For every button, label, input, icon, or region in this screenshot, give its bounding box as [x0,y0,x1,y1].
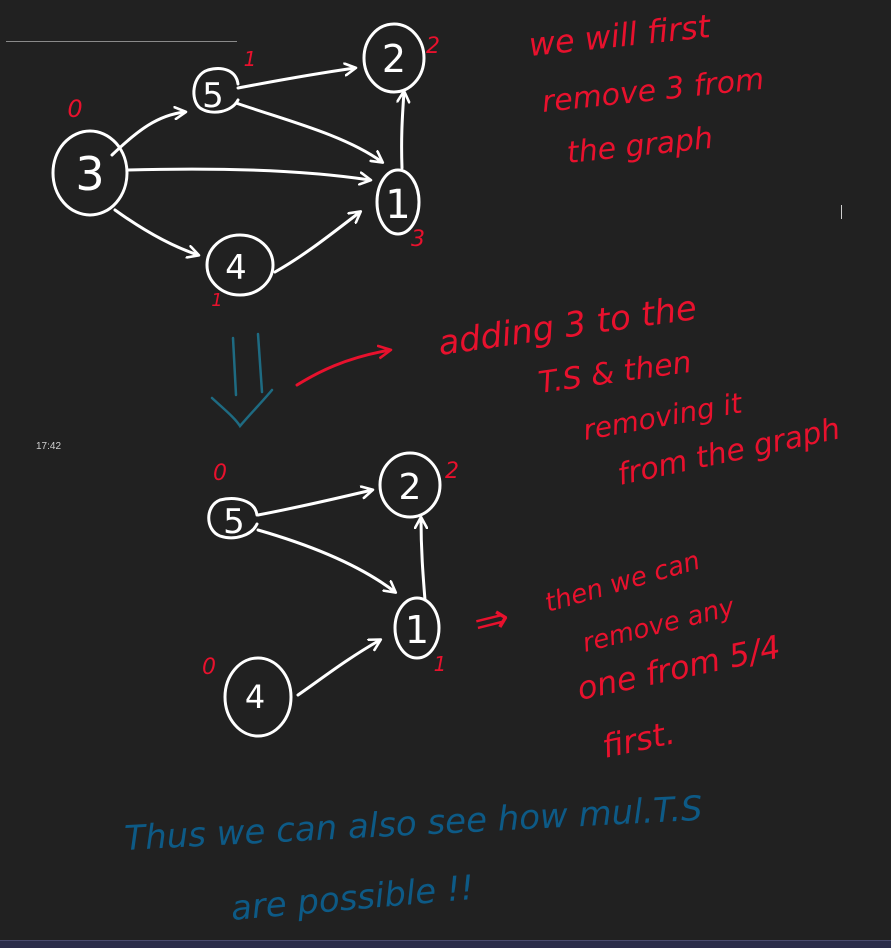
edge-4-1 [273,212,360,274]
note-1-line-3: the graph [565,121,714,171]
edge-3-1-mid [126,167,370,180]
node-b-label-2: 2 [399,467,422,508]
note-1-line-1: we will first [527,7,714,64]
indegree-2: 2 [426,34,440,59]
node-b-label-5: 5 [223,502,245,542]
red-arrow-to-note-2 [295,350,390,387]
indegree-b-5: 0 [213,461,227,486]
indegree-4: 1 [211,290,222,311]
node-b-1-circle [393,596,441,660]
note-3-arrow: ⇒ [469,592,515,648]
text-caret [841,205,842,219]
node-b-5-circle [207,497,259,540]
indegree-b-4: 0 [202,655,216,680]
top-rule [6,41,237,42]
graph-top-labels: 3 5 4 2 1 0 1 1 2 3 [67,34,440,311]
note-1: we will first remove 3 from the graph [527,7,766,171]
node-2-circle [362,22,426,94]
node-label-5: 5 [202,76,224,116]
note-2-line-2: T.S & then [536,345,693,401]
indegree-b-2: 2 [445,459,459,484]
note-2: adding 3 to the T.S & then removing it f… [436,288,844,493]
edge-b-5-1 [256,528,395,592]
conclusion: Thus we can also see how mul.T.S are pos… [123,789,703,929]
graph-bottom [207,451,442,738]
node-label-1: 1 [385,182,410,228]
node-3-circle [51,129,129,217]
indegree-3: 0 [67,95,82,123]
edge-5-1 [234,101,382,162]
note-1-line-2: remove 3 from [540,62,766,120]
note-3-line-4: first. [599,713,679,765]
node-5-circle [192,67,240,114]
node-label-4: 4 [225,248,247,288]
bottom-edge-bar [0,940,891,948]
node-b-4-circle [223,656,293,738]
node-label-3: 3 [75,147,104,201]
node-b-label-1: 1 [405,608,429,652]
graph-top [51,22,426,297]
edge-5-2 [236,68,355,90]
edge-3-5 [110,112,185,157]
node-label-2: 2 [382,37,406,81]
edge-1-2 [402,92,404,170]
node-4-circle [205,233,275,297]
note-3: ⇒ then we can remove any one from 5/4 fi… [469,546,784,766]
conclusion-line-1: Thus we can also see how mul.T.S [123,789,703,859]
indegree-1: 3 [411,227,425,252]
indegree-5: 1 [244,47,257,71]
edge-b-4-1 [296,640,380,697]
conclusion-line-2: are possible !! [229,868,475,929]
node-b-label-4: 4 [245,678,265,716]
edge-3-4 [113,208,198,255]
node-1-circle [375,168,421,236]
timestamp: 17:42 [36,441,62,452]
down-arrow [210,332,274,429]
edge-b-5-2 [256,490,372,517]
edge-b-1-2 [421,518,425,602]
indegree-b-1: 1 [434,652,447,676]
node-b-2-circle [378,451,442,519]
graph-bottom-labels: 5 4 2 1 0 0 2 1 [202,459,459,716]
